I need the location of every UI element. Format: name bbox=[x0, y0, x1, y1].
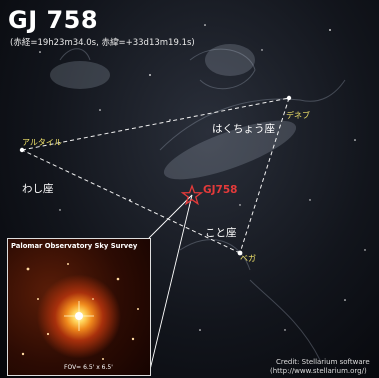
star bbox=[37, 298, 39, 300]
altair-star bbox=[19, 147, 25, 153]
triangle-edge-deneb-vega bbox=[239, 97, 290, 254]
vega-label: ベガ bbox=[240, 254, 256, 263]
star bbox=[344, 299, 346, 301]
aquila-figure-line bbox=[59, 48, 91, 61]
deneb-star bbox=[286, 95, 292, 101]
star bbox=[117, 39, 119, 41]
star bbox=[364, 249, 366, 251]
star bbox=[169, 119, 171, 121]
cygnus-label: はくちょう座 bbox=[212, 123, 275, 135]
fov-label: FOV= 6.5' x 6.5' bbox=[64, 364, 113, 371]
inset-title: Palomar Observatory Sky Survey bbox=[11, 242, 138, 250]
star bbox=[199, 329, 201, 331]
star bbox=[59, 209, 61, 211]
star bbox=[46, 332, 50, 336]
nebula-glow bbox=[50, 61, 110, 89]
swan-figure-line bbox=[159, 79, 346, 151]
target-star-label: GJ758 bbox=[203, 184, 238, 196]
star bbox=[26, 267, 30, 271]
vega-star bbox=[237, 250, 243, 256]
star bbox=[116, 277, 120, 281]
swan-wing-line bbox=[189, 48, 256, 90]
star bbox=[284, 329, 286, 331]
nebula-glow bbox=[205, 44, 255, 76]
credit-line: Credit: Stellarium software bbox=[276, 358, 370, 366]
star bbox=[137, 308, 139, 310]
star bbox=[131, 337, 135, 341]
altair-label: アルタイル bbox=[22, 138, 62, 147]
star bbox=[99, 109, 101, 111]
target-star-core bbox=[75, 312, 83, 320]
star bbox=[67, 263, 69, 265]
star bbox=[204, 24, 206, 26]
coordinates-label: (赤経=19h23m34.0s, 赤緯=+33d13m19.1s) bbox=[10, 38, 195, 48]
deneb-label: デネブ bbox=[286, 111, 310, 120]
lyra-figure-line bbox=[179, 239, 251, 271]
star bbox=[92, 298, 94, 300]
star bbox=[102, 358, 104, 360]
page-title: GJ 758 bbox=[8, 6, 99, 34]
star bbox=[39, 51, 41, 53]
triangle-edge-altair-deneb bbox=[21, 97, 290, 151]
star bbox=[329, 29, 331, 31]
credit-url: (http://www.stellarium.org/) bbox=[270, 367, 367, 375]
star bbox=[309, 199, 311, 201]
survey-inset-image: Palomar Observatory Sky Survey FOV= 6.5'… bbox=[7, 238, 151, 376]
star bbox=[261, 49, 263, 51]
inset-connector-left bbox=[148, 194, 193, 239]
star bbox=[21, 352, 25, 356]
lyra-label: こと座 bbox=[205, 227, 237, 239]
target-star-marker-icon bbox=[180, 184, 204, 206]
lyra-lower-line bbox=[249, 279, 321, 361]
inset-connector-right bbox=[148, 194, 193, 375]
inset-star-field bbox=[21, 263, 139, 360]
star bbox=[149, 74, 151, 76]
star bbox=[354, 139, 356, 141]
milky-way-band bbox=[163, 120, 297, 180]
triangle-edge-vega-altair bbox=[21, 149, 241, 254]
star bbox=[239, 204, 241, 206]
aquila-label: わし座 bbox=[22, 183, 54, 195]
